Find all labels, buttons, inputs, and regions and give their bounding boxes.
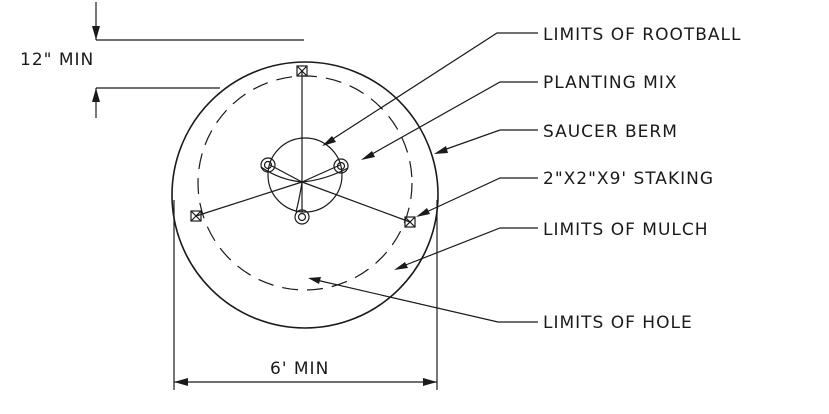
guy-loop-left — [260, 157, 303, 183]
label-mulch: LIMITS OF MULCH — [543, 220, 709, 240]
guy-loop-bottom — [294, 181, 310, 225]
stake-marker-top — [296, 65, 308, 77]
leader-saucer-berm — [434, 129, 538, 154]
label-rootball: LIMITS OF ROOTBALL — [543, 25, 742, 45]
stake-marker-right — [404, 216, 416, 228]
guy-loop-right — [301, 158, 349, 183]
leader-rootball — [322, 32, 538, 146]
label-saucer-berm: SAUCER BERM — [543, 122, 678, 142]
stake-marker-left — [190, 210, 202, 222]
label-hole: LIMITS OF HOLE — [543, 313, 693, 333]
leader-staking — [416, 177, 538, 217]
staking-lines — [195, 71, 411, 223]
saucer-berm-circle — [171, 61, 439, 329]
leader-mulch — [394, 227, 538, 270]
width-label: 6' MIN — [270, 359, 329, 379]
label-planting-mix: PLANTING MIX — [543, 73, 677, 93]
min-depth-label: 12" MIN — [20, 50, 94, 70]
width-dimension — [173, 200, 438, 390]
label-staking: 2"X2"X9' STAKING — [543, 169, 714, 189]
leader-hole — [308, 277, 538, 323]
rootball-circle — [267, 137, 343, 213]
leader-planting-mix — [361, 81, 538, 160]
depth-dimension — [92, 2, 304, 118]
